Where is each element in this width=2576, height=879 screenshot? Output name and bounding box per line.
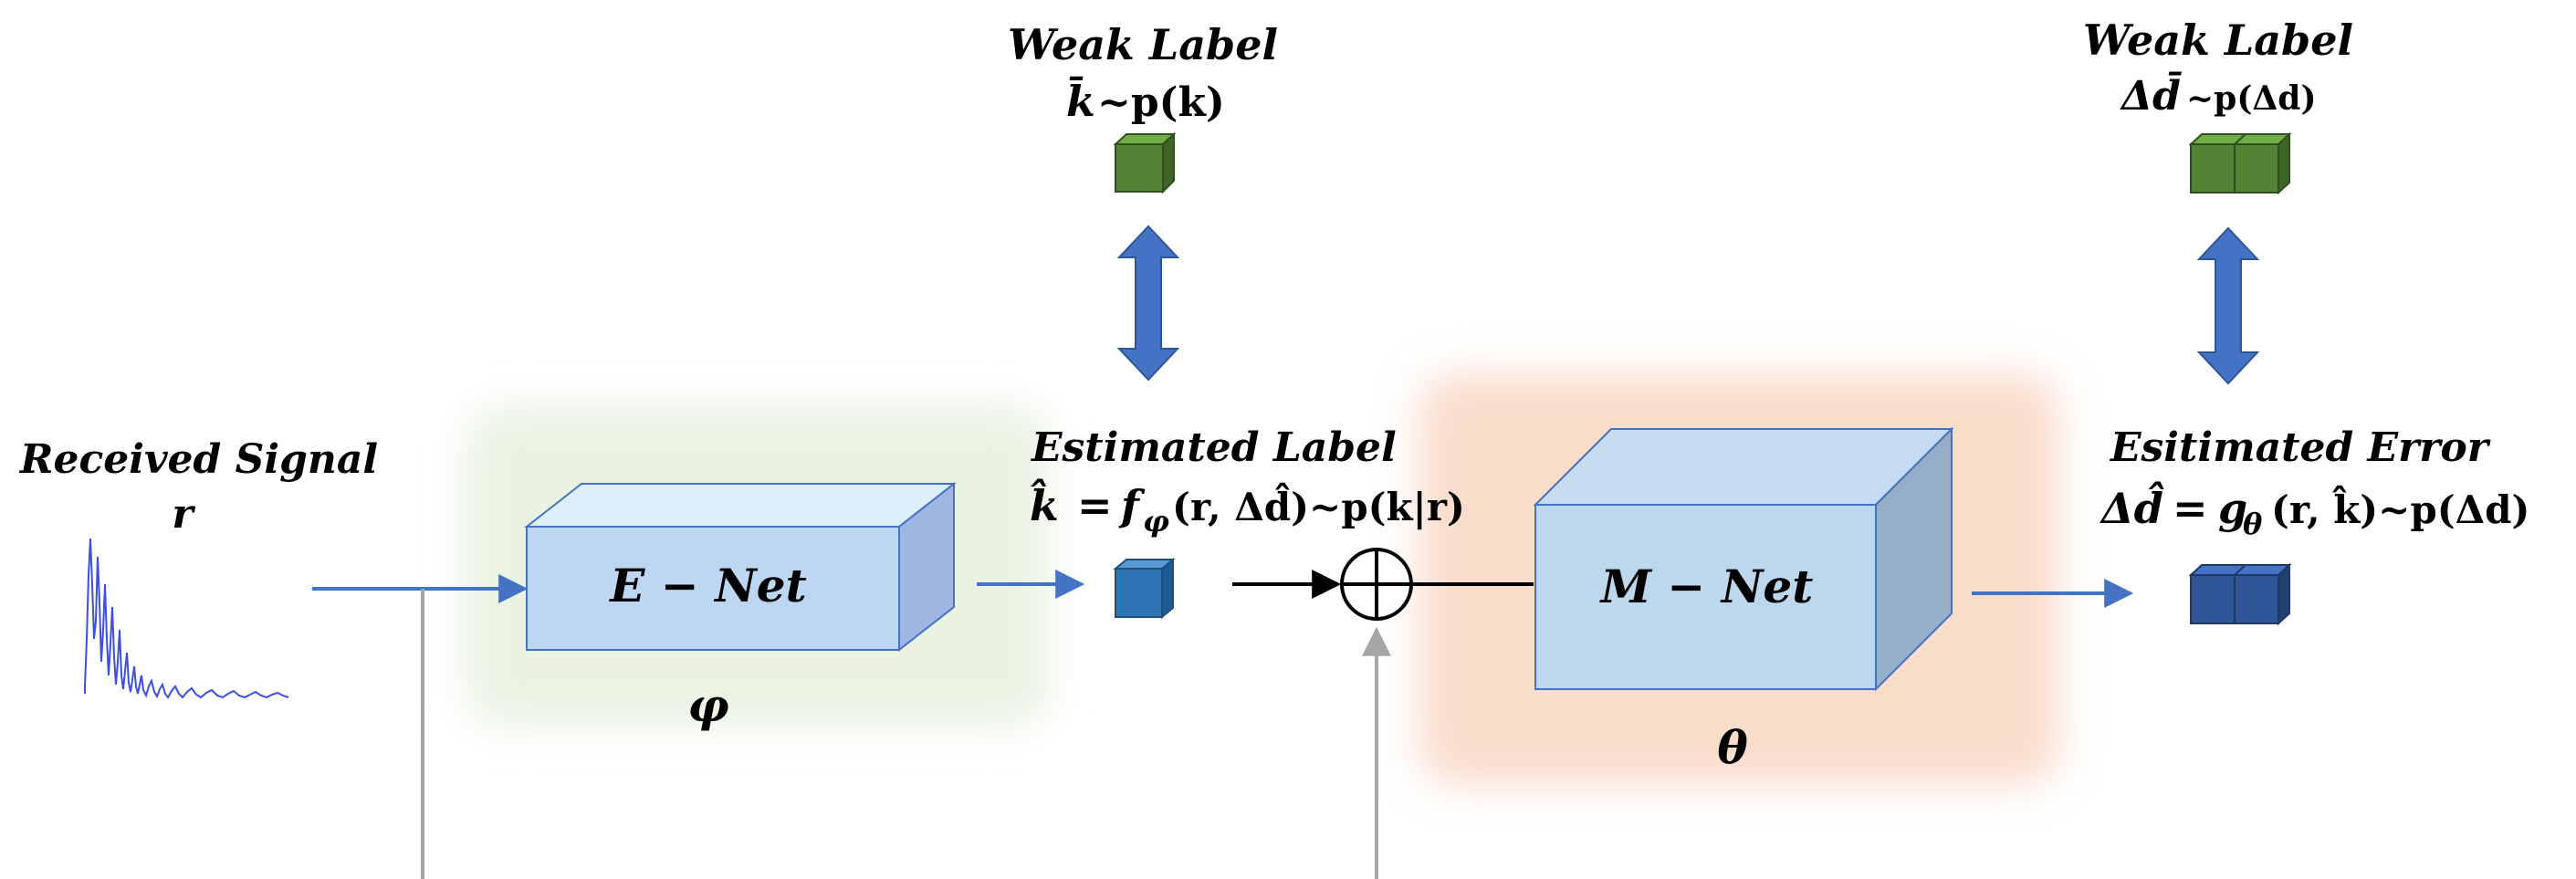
received-signal-symbol: r — [172, 491, 195, 538]
mnet-label: M − Net — [1599, 560, 1814, 613]
enet-box-front — [526, 526, 900, 651]
weak-label-k-symbol: k̄ — [1066, 76, 1095, 126]
svg-text:=: = — [1077, 481, 1113, 530]
weak-label-k-title: Weak Label — [1008, 20, 1278, 69]
double-arrow-icon-d — [2196, 226, 2260, 385]
mnet-box-front — [1534, 504, 1877, 690]
weak-label-d-dist: ~p(Δd) — [2186, 79, 2317, 118]
weak-label-d-symbol: Δd̄ — [2120, 70, 2182, 120]
mnet-param: θ — [1717, 720, 1748, 774]
weak-label-d-title: Weak Label — [2083, 16, 2353, 65]
double-arrow-icon-k — [1116, 225, 1180, 382]
waveform-icon — [84, 538, 289, 699]
estimated-label-title: Estimated Label — [1030, 424, 1397, 471]
weak-label-d-cube — [2188, 131, 2292, 195]
estimated-error-formula: Δd̂ = g θ (r, k̂)~p(Δd) — [2100, 481, 2529, 541]
svg-text:f: f — [1118, 481, 1146, 530]
svg-text:φ: φ — [1143, 504, 1169, 539]
weak-label-k-dist: ~p(k) — [1097, 79, 1225, 126]
svg-text:k̂: k̂ — [1030, 478, 1059, 530]
feedback-loop-line — [421, 589, 1391, 879]
mnet-box — [1533, 426, 1954, 692]
svg-text:(r, Δd̂)~p(k|r): (r, Δd̂)~p(k|r) — [1172, 481, 1465, 529]
enet-label: E − Net — [608, 559, 806, 612]
estimated-label-cube — [1113, 557, 1176, 620]
estimated-label-formula: k̂ = f φ (r, Δd̂)~p(k|r) — [1030, 478, 1465, 539]
estimated-error-cube — [2188, 562, 2292, 626]
svg-text:θ: θ — [2243, 507, 2263, 541]
svg-text:Δd̂: Δd̂ — [2100, 481, 2164, 533]
svg-text:(r, k̂)~p(Δd): (r, k̂)~p(Δd) — [2271, 484, 2529, 532]
svg-text:=: = — [2173, 484, 2208, 533]
enet-box — [524, 481, 957, 653]
enet-param: φ — [687, 678, 728, 732]
enet-box-top — [524, 483, 957, 528]
received-signal-title: Received Signal — [18, 436, 378, 483]
weak-label-k-cube — [1113, 131, 1177, 194]
svg-text:g: g — [2218, 484, 2247, 533]
circle-plus-icon — [1340, 548, 1413, 621]
estimated-error-title: Esitimated Error — [2109, 424, 2491, 471]
